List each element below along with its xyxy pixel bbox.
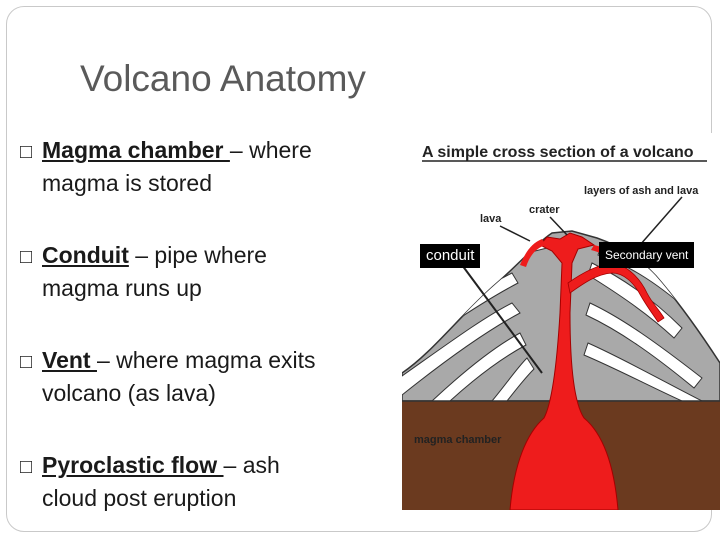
bullet-text: – ash [223, 452, 280, 478]
label-magma-chamber: magma chamber [414, 434, 502, 446]
bullet-term: Conduit [42, 242, 129, 268]
label-lava: lava [480, 213, 502, 225]
bullet-vent: □ Vent – where magma exits volcano (as la… [20, 345, 400, 409]
bullet-term: Vent [42, 347, 97, 373]
bullet-text: – where magma exits [96, 347, 316, 373]
bullet-text-line2: volcano (as lava) [42, 380, 216, 406]
pointer-crater [549, 216, 568, 236]
volcano-diagram: A simple cross section of a volcano laye… [402, 133, 720, 510]
bullet-marker-icon: □ [20, 351, 33, 373]
volcano-cross-section: A simple cross section of a volcano laye… [402, 133, 720, 510]
callout-conduit: conduit [420, 244, 481, 268]
pointer-layers [639, 196, 683, 246]
bullet-text-line2: magma is stored [42, 170, 213, 196]
bullet-magma-chamber: □ Magma chamber – where magma is stored [20, 135, 400, 199]
pointer-conduit [461, 264, 543, 374]
bullet-marker-icon: □ [20, 246, 33, 268]
bullet-term: Pyroclastic flow [42, 452, 224, 478]
bullet-pyroclastic-flow: □ Pyroclastic flow – ash cloud post erupt… [20, 450, 400, 514]
bullet-text: – pipe where [128, 242, 267, 268]
slide-title: Volcano Anatomy [80, 58, 366, 99]
bullet-marker-icon: □ [20, 141, 33, 163]
magma-chamber-and-conduit [509, 232, 619, 510]
callout-secondary-vent: Secondary vent [599, 242, 695, 268]
bullet-text-line2: magma runs up [42, 275, 202, 301]
bullet-marker-icon: □ [20, 456, 33, 478]
bullet-text: – where [229, 137, 312, 163]
bullet-conduit: □ Conduit – pipe where magma runs up [20, 240, 400, 304]
lava-flow-left [520, 239, 546, 267]
diagram-heading: A simple cross section of a volcano [422, 144, 694, 161]
label-crater: crater [529, 204, 560, 216]
bullet-term: Magma chamber [42, 137, 230, 163]
label-layers: layers of ash and lava [584, 185, 699, 197]
pointer-lava [499, 225, 531, 242]
bullet-text-line2: cloud post eruption [42, 485, 237, 511]
